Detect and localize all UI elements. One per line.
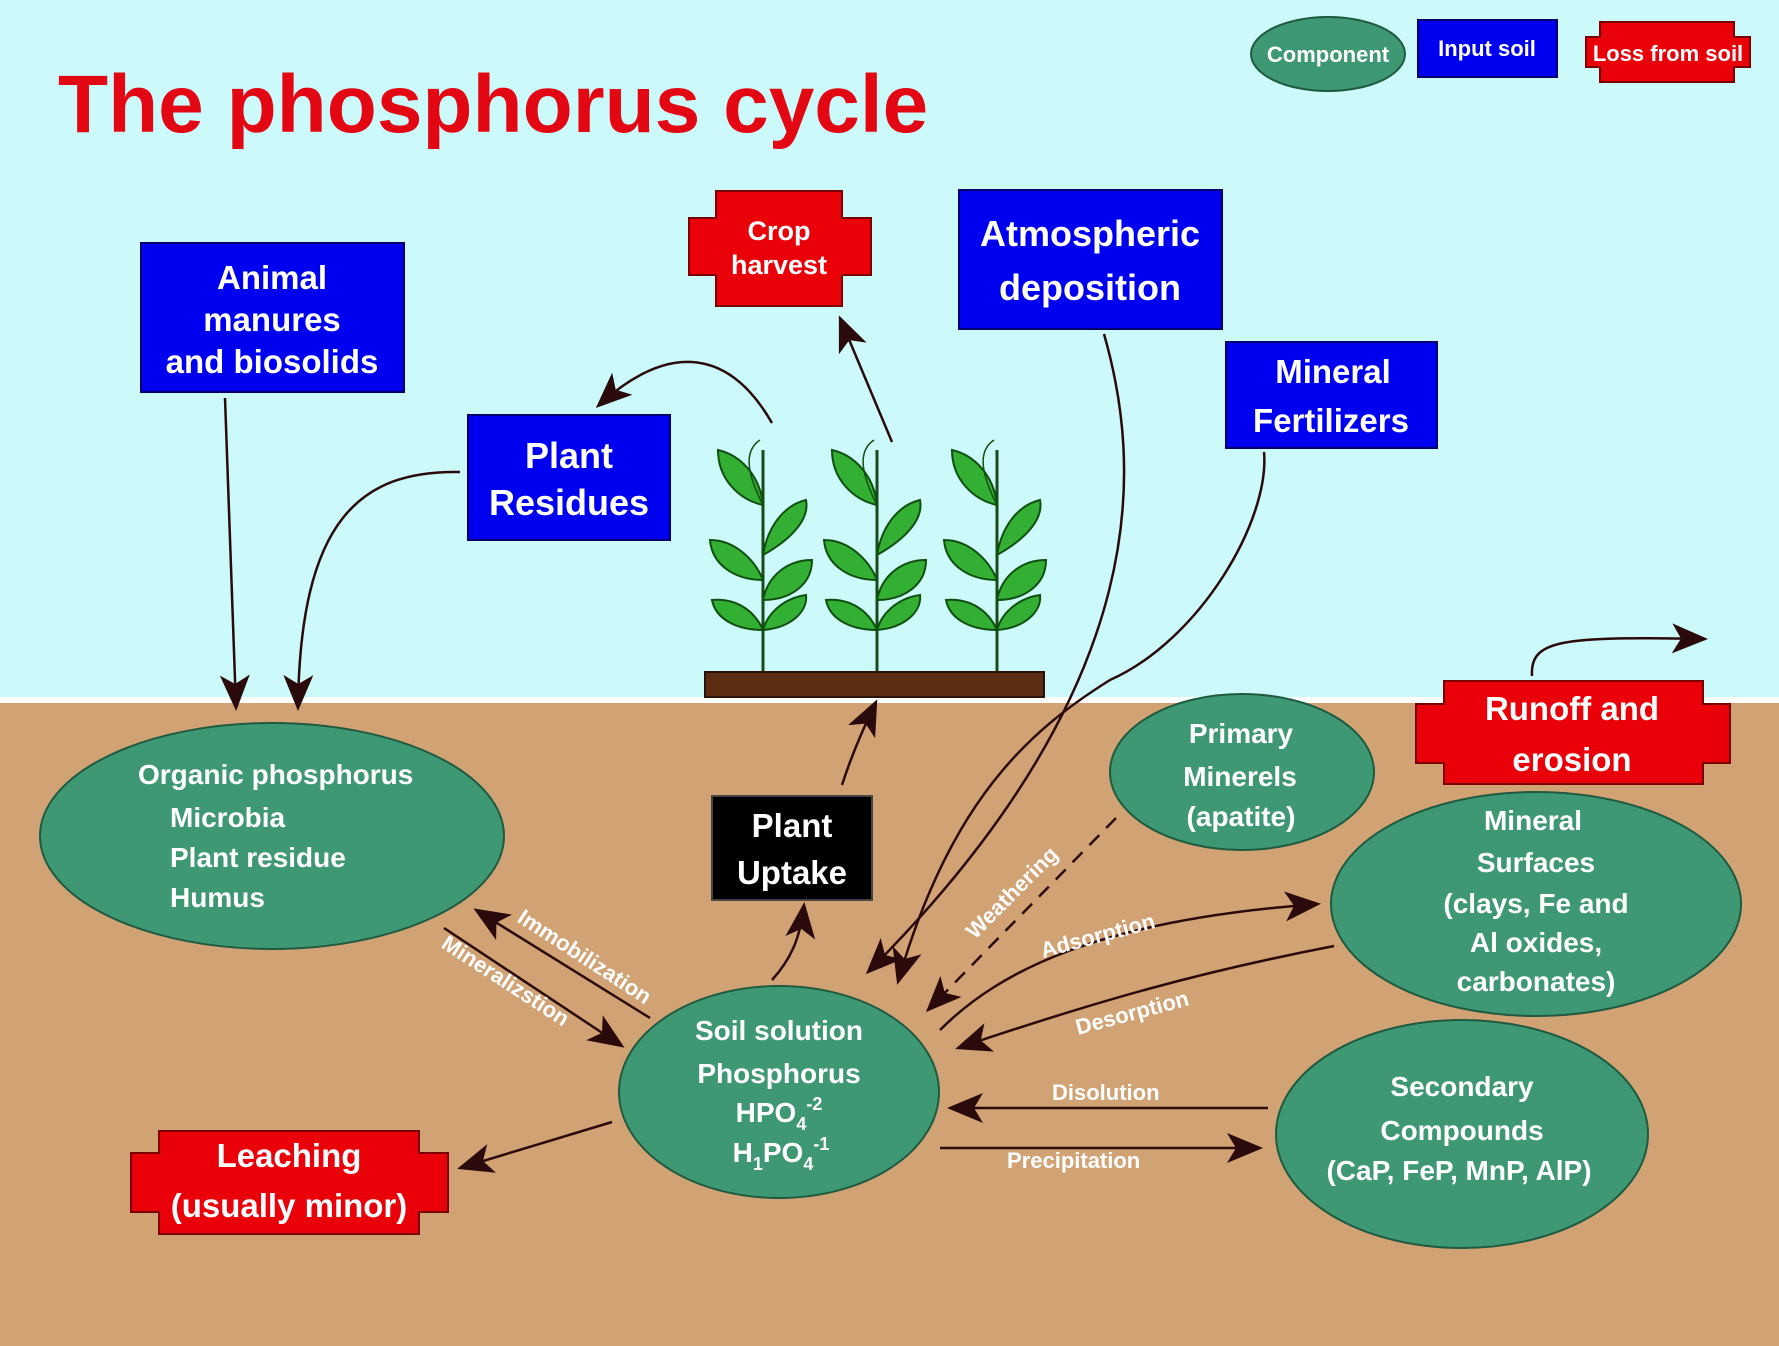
svg-text:Soil solution: Soil solution — [695, 1015, 863, 1046]
arrow-solution-to-uptake — [771, 902, 816, 981]
component-secondary-compounds: Secondary Compounds (CaP, FeP, MnP, AlP) — [1275, 1019, 1649, 1249]
svg-text:(CaP, FeP, MnP, AlP): (CaP, FeP, MnP, AlP) — [1326, 1155, 1591, 1186]
svg-text:carbonates): carbonates) — [1457, 966, 1616, 997]
component-organic-phosphorus: Organic phosphorus Microbia Plant residu… — [39, 722, 505, 950]
arrow-plants-to-residues — [595, 360, 774, 424]
svg-text:harvest: harvest — [731, 250, 827, 280]
svg-text:HPO4-2: HPO4-2 — [736, 1094, 823, 1134]
svg-text:Plant: Plant — [752, 807, 833, 844]
plant-uptake-box: Plant Uptake — [711, 795, 873, 901]
label-precipitation: Precipitation — [1007, 1148, 1140, 1173]
svg-text:H1PO4-1: H1PO4-1 — [733, 1134, 830, 1174]
page-title: The phosphorus cycle — [58, 59, 928, 150]
legend-input-swatch — [1417, 19, 1558, 78]
legend-input-label: Input soil — [1438, 36, 1536, 61]
arrow-solution-to-leaching — [457, 1120, 613, 1173]
svg-text:manures: manures — [203, 301, 341, 338]
input-animal-manures: Animal manures and biosolids — [140, 242, 405, 393]
arrow-residues-to-organic — [283, 470, 461, 711]
arrow-adsorption — [939, 891, 1321, 1031]
loss-leaching: Leaching (usually minor) — [130, 1130, 449, 1235]
arrow-runoff-out — [1530, 623, 1708, 677]
svg-text:Fertilizers: Fertilizers — [1253, 402, 1409, 439]
crop-plants — [704, 438, 1048, 698]
svg-text:Plant residue: Plant residue — [170, 842, 346, 873]
svg-text:Leaching: Leaching — [217, 1137, 362, 1174]
svg-text:Runoff and: Runoff and — [1485, 690, 1659, 727]
legend: Component Input soil Loss from soil — [1250, 16, 1751, 92]
legend-component-swatch — [1250, 16, 1406, 92]
loss-crop-harvest: Crop harvest — [688, 190, 872, 307]
legend-loss-label: Loss from soil — [1593, 41, 1743, 66]
label-dissolution: Disolution — [1052, 1080, 1160, 1105]
svg-text:Animal: Animal — [217, 259, 327, 296]
svg-text:and biosolids: and biosolids — [166, 343, 379, 380]
svg-text:Mineral: Mineral — [1484, 805, 1582, 836]
soil-bed — [704, 671, 1045, 698]
svg-text:Uptake: Uptake — [737, 854, 847, 891]
svg-text:Minerels: Minerels — [1183, 761, 1297, 792]
loss-runoff-erosion: Runoff and erosion — [1415, 680, 1731, 785]
svg-text:Humus: Humus — [170, 882, 265, 913]
svg-text:(usually minor): (usually minor) — [171, 1187, 408, 1224]
component-primary-minerals: Primary Minerels (apatite) — [1109, 693, 1375, 851]
svg-text:(clays, Fe and: (clays, Fe and — [1443, 888, 1628, 919]
svg-text:deposition: deposition — [999, 267, 1181, 308]
legend-loss-swatch — [1585, 21, 1751, 83]
arrow-plants-to-harvest — [838, 315, 894, 443]
arrow-manures-to-organic — [219, 397, 250, 711]
arrow-fertilizers-to-solution — [892, 451, 1266, 985]
svg-text:Mineral: Mineral — [1275, 353, 1391, 390]
svg-text:Surfaces: Surfaces — [1477, 847, 1595, 878]
component-soil-solution: Soil solution Phosphorus HPO4-2 H1PO4-1 — [618, 985, 940, 1199]
svg-text:(apatite): (apatite) — [1187, 801, 1296, 832]
arrow-immobilization — [473, 908, 651, 1020]
arrows — [219, 315, 1708, 1173]
arrow-atmospheric-to-solution — [865, 333, 1126, 975]
svg-text:Residues: Residues — [489, 482, 649, 523]
arrow-uptake-to-plants — [840, 699, 878, 786]
input-atmospheric-deposition: Atmospheric deposition — [958, 189, 1223, 330]
svg-text:Organic phosphorus: Organic phosphorus — [138, 759, 413, 790]
svg-text:Primary: Primary — [1189, 718, 1294, 749]
input-plant-residues: Plant Residues — [467, 414, 671, 541]
svg-text:Microbia: Microbia — [170, 802, 286, 833]
svg-text:Plant: Plant — [525, 435, 613, 476]
svg-text:erosion: erosion — [1512, 741, 1631, 778]
input-mineral-fertilizers: Mineral Fertilizers — [1225, 341, 1438, 449]
svg-text:Crop: Crop — [748, 216, 811, 246]
arrow-desorption — [955, 944, 1335, 1052]
svg-text:Secondary: Secondary — [1390, 1071, 1534, 1102]
svg-text:Al oxides,: Al oxides, — [1470, 927, 1602, 958]
svg-text:Atmospheric: Atmospheric — [980, 213, 1200, 254]
legend-component-label: Component — [1267, 42, 1390, 67]
svg-text:Compounds: Compounds — [1380, 1115, 1543, 1146]
arrow-weathering — [925, 817, 1117, 1013]
svg-text:Phosphorus: Phosphorus — [697, 1058, 860, 1089]
arrow-mineralization — [443, 926, 625, 1048]
component-mineral-surfaces: Mineral Surfaces (clays, Fe and Al oxide… — [1330, 791, 1742, 1017]
